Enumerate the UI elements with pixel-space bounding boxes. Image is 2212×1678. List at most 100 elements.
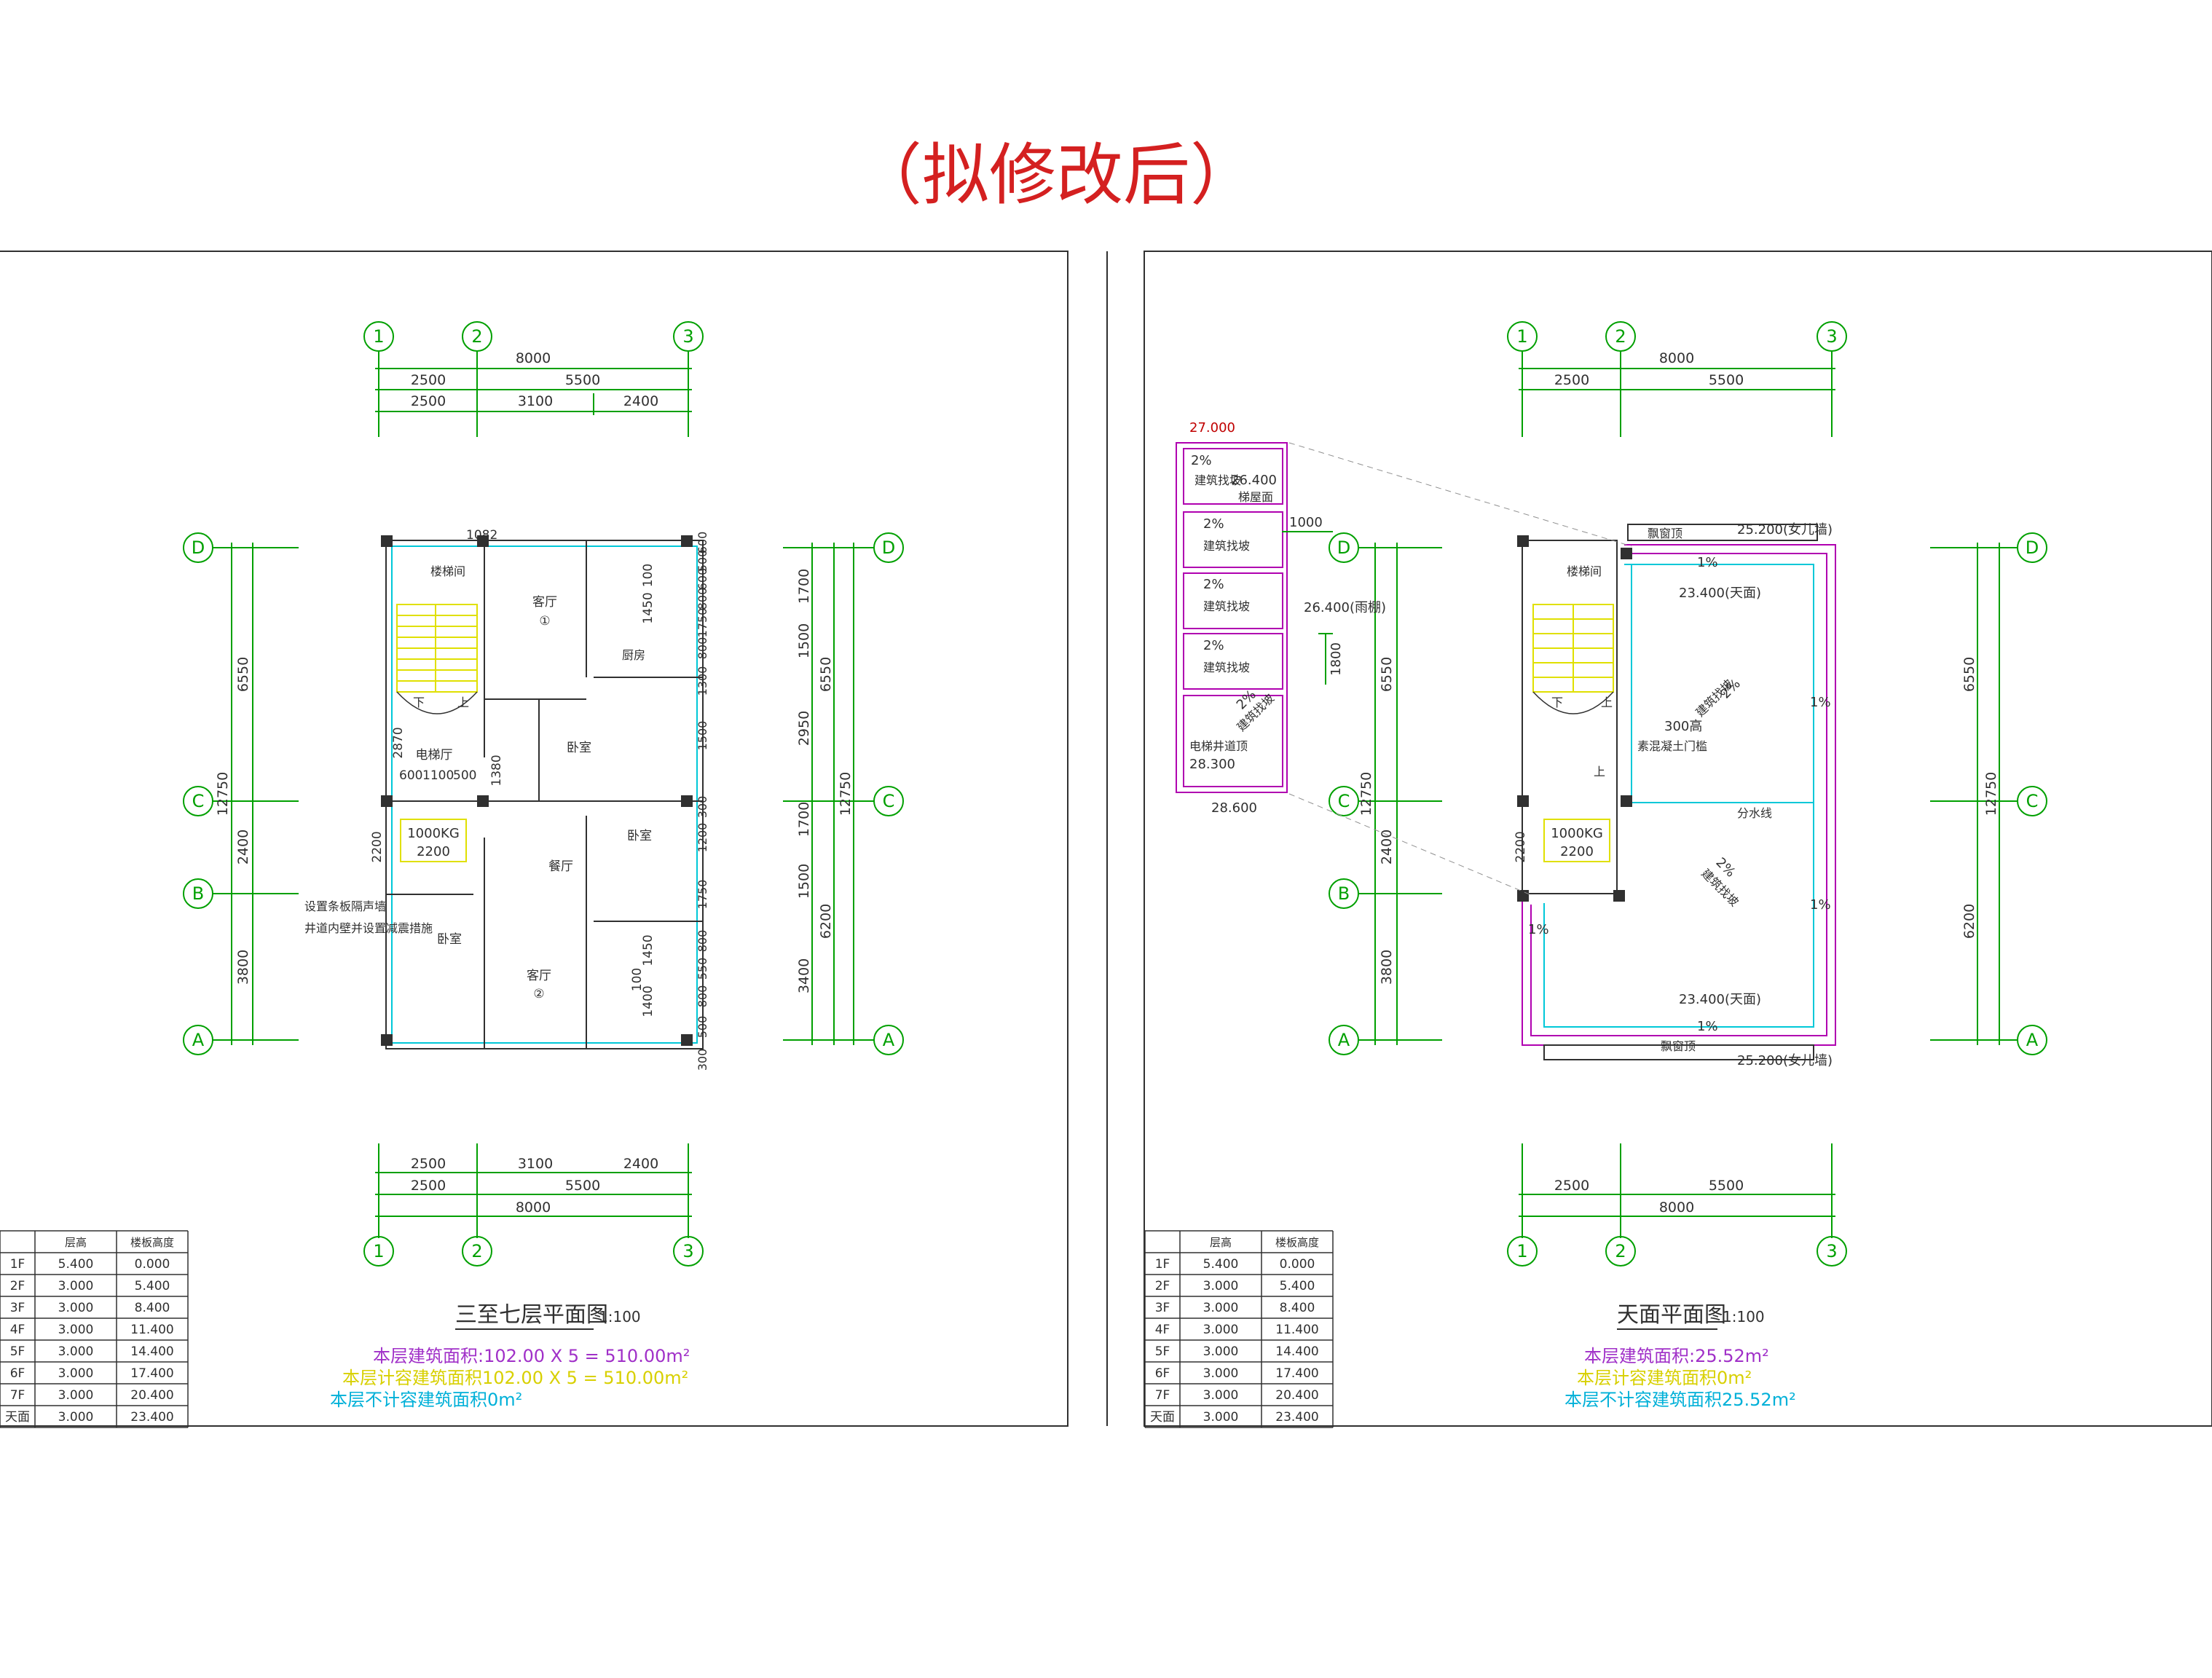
dim-600: 600 (399, 768, 422, 783)
detail-dim-11: 1750 (696, 880, 709, 910)
left-top-axis (363, 321, 704, 437)
slope-bottom: 1% (1697, 1019, 1718, 1034)
table-cell: 3.000 (58, 1323, 94, 1337)
detail-dims (1282, 531, 1333, 685)
r-axis-label-A: A (1338, 1030, 1350, 1050)
left-right-axis (783, 532, 904, 1055)
left-plan-title: 三至七层平面图 (455, 1302, 608, 1328)
table-cell: 20.400 (130, 1388, 173, 1403)
room-bedroom-upper: 卧室 (567, 741, 591, 755)
axis-label-3-bottom: 3 (682, 1241, 693, 1261)
table-cell: 3.000 (58, 1388, 94, 1403)
r-axis-label-C: C (1338, 791, 1350, 811)
detail-dim-8: 1500 (696, 721, 709, 751)
table-cell: 17.400 (1275, 1366, 1318, 1381)
axis-label-C: C (192, 791, 205, 811)
stair-down: 下 (413, 696, 425, 709)
table-cell: 4F (1155, 1323, 1170, 1337)
r-axis-label-3: 3 (1826, 326, 1837, 347)
roof-elev-top: 23.400(天面) (1679, 586, 1761, 601)
stair-up: 上 (457, 696, 469, 709)
roof-elev-bottom: 23.400(天面) (1679, 992, 1761, 1007)
detail-dim-9: 300 (696, 796, 709, 819)
detail-c3-slope: 2% (1203, 577, 1224, 592)
right-area-counted: 本层计容建筑面积0m² (1577, 1368, 1752, 1388)
roof-stair-up: 上 (1601, 696, 1613, 709)
dim-bottom-total: 8000 (516, 1200, 551, 1216)
detail-dim-14: 800 (696, 985, 709, 1008)
axis-label-A-right: A (883, 1030, 895, 1050)
room-bedroom-left: 卧室 (437, 932, 462, 947)
sill-text: 素混凝土门槛 (1637, 739, 1707, 753)
dim-top-r2-c: 2400 (623, 393, 658, 409)
r-dim-top-b: 5500 (1709, 372, 1744, 388)
dim-1100: 1100 (422, 768, 454, 783)
dim-right-inner-4: 1500 (796, 864, 812, 899)
detail-c2-slope: 2% (1203, 516, 1224, 532)
room-dining: 餐厅 (548, 859, 573, 874)
r-axis-label-B: B (1338, 883, 1350, 904)
table-cell: 23.400 (130, 1410, 173, 1425)
r-axis-label-2: 2 (1615, 326, 1626, 347)
left-sheet-frame (0, 251, 1068, 1427)
dim-top-total: 8000 (516, 350, 551, 366)
dim-1400: 1400 (641, 985, 656, 1017)
table-header-cell: 楼板高度 (130, 1236, 174, 1249)
left-building-walls (385, 540, 704, 1049)
table-header-cell: 层高 (1210, 1236, 1232, 1249)
elevator-capacity: 1000KG (407, 826, 460, 841)
dim-right-inner-2: 1500 (796, 623, 812, 658)
right-plan-scale: 1:100 (1723, 1308, 1765, 1326)
r-dim-top-a: 2500 (1554, 372, 1589, 388)
table-cell: 11.400 (1275, 1323, 1318, 1337)
right-side-axis (1329, 532, 2047, 1055)
note-line-2: 井道内壁并设置减震措施 (304, 921, 433, 935)
note-line-1: 设置条板隔声墙 (304, 899, 386, 913)
dim-left-a: 6550 (235, 657, 251, 692)
roof-walls (1522, 524, 1836, 1060)
detail-top-elev: 27.000 (1189, 420, 1235, 436)
dim-2870: 2870 (391, 727, 406, 758)
detail-c4-text: 建筑找坡 (1203, 661, 1250, 674)
dim-bottom-r2-a: 2500 (411, 1178, 446, 1194)
table-cell: 14.400 (130, 1344, 173, 1359)
r-dim-left-b: 2400 (1379, 830, 1395, 864)
axis-label-2-bottom: 2 (471, 1241, 482, 1261)
right-plan-title: 天面平面图 (1617, 1302, 1726, 1328)
dim-right-inner-3: 1700 (796, 802, 812, 837)
dim-bottom-r1-a: 2500 (411, 1156, 446, 1172)
r-dim-top-total: 8000 (1659, 350, 1694, 366)
table-cell: 20.400 (1275, 1388, 1318, 1403)
dim-top-r2-b: 3100 (518, 393, 553, 409)
room-elevator-hall: 电梯厅 (416, 748, 453, 763)
r-axis-label-1: 1 (1516, 326, 1527, 347)
right-area-uncounted: 本层不计容建筑面积25.52m² (1564, 1390, 1796, 1410)
table-cell: 14.400 (1275, 1344, 1318, 1359)
bay-bottom: 飘窗顶 (1661, 1039, 1696, 1053)
detail-dim-10: 1200 (696, 823, 709, 853)
room-stair: 楼梯间 (430, 564, 465, 578)
roof-columns (1517, 535, 1632, 902)
table-cell: 2F (10, 1279, 25, 1293)
r-axis-label-A-right: A (2026, 1030, 2039, 1050)
roof-stair (1532, 604, 1614, 693)
table-cell: 天面 (1150, 1410, 1175, 1425)
dim-100b: 100 (630, 968, 645, 991)
watershed: 分水线 (1737, 806, 1772, 820)
dim-2200: 2200 (370, 831, 385, 862)
right-sheet-frame (1106, 251, 2212, 1427)
detail-dim-2: 500 (696, 550, 709, 572)
right-bottom-axis (1507, 1143, 1847, 1267)
table-cell: 3.000 (1203, 1366, 1239, 1381)
detail-c3-text: 建筑找坡 (1203, 599, 1250, 613)
left-side-axis (183, 532, 299, 1055)
r-axis-label-2-bottom: 2 (1615, 1241, 1626, 1261)
r-axis-label-D: D (1337, 537, 1350, 558)
detail-c4-slope: 2% (1203, 638, 1224, 653)
table-cell: 8.400 (135, 1301, 170, 1315)
roof-dim-2200: 2200 (1514, 831, 1528, 862)
stair-roof-detail (1176, 442, 1632, 895)
r-dim-left-c: 3800 (1379, 950, 1395, 985)
table-cell: 3.000 (58, 1279, 94, 1293)
